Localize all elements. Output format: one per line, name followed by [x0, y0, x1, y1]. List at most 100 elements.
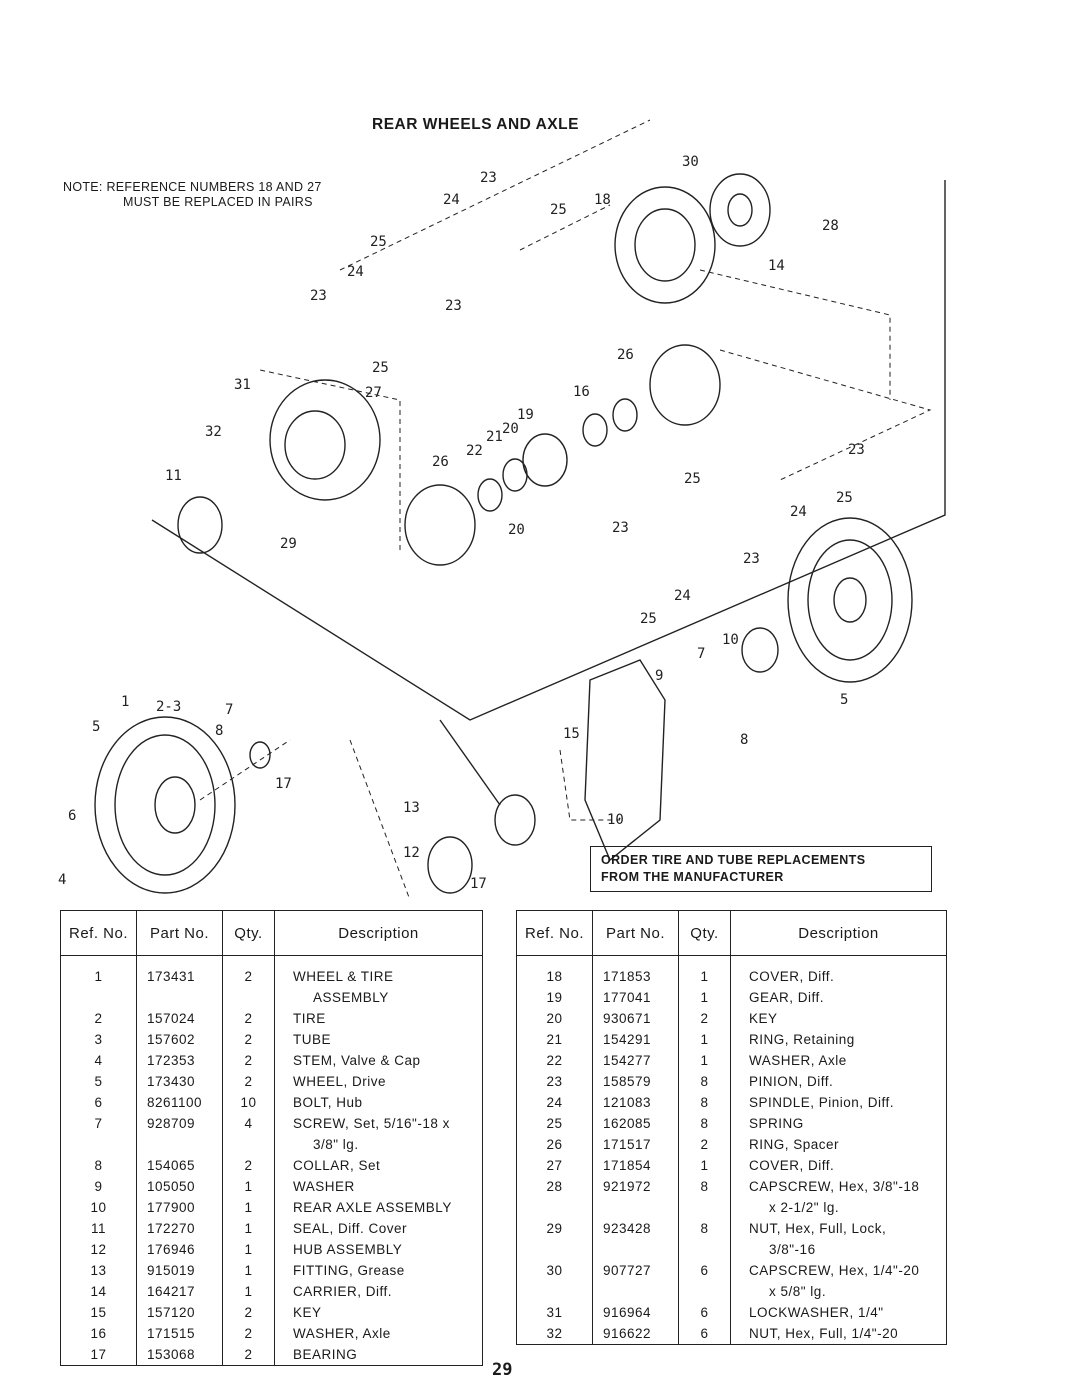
description-text: COVER, Diff. — [749, 1158, 835, 1173]
description-continuation: x 5/8" lg. — [769, 1284, 827, 1299]
callout-26: 26 — [617, 347, 634, 363]
ref-no-cell: 21 — [516, 1029, 593, 1050]
part-no-cell: 172270 — [136, 1218, 223, 1239]
callout-12: 12 — [403, 845, 420, 861]
ref-no-cell: 11 — [60, 1218, 137, 1239]
qty-cell: 2 — [678, 1134, 731, 1155]
description-text: HUB ASSEMBLY — [293, 1242, 403, 1257]
col-header-qty: Qty. — [222, 910, 275, 956]
part-no-cell: 173431 — [136, 955, 223, 1008]
description-text: PINION, Diff. — [749, 1074, 834, 1089]
description-cell: RING, Retaining — [730, 1029, 947, 1050]
qty-cell: 2 — [222, 1155, 275, 1176]
callout-20: 20 — [508, 522, 525, 538]
description-text: COVER, Diff. — [749, 969, 835, 984]
description-text: SEAL, Diff. Cover — [293, 1221, 408, 1236]
ref-no-cell: 20 — [516, 1008, 593, 1029]
callout-24: 24 — [347, 264, 364, 280]
part-no-cell: 916622 — [592, 1323, 679, 1345]
description-text: SCREW, Set, 5/16"-18 x — [293, 1116, 450, 1131]
callout-31: 31 — [234, 377, 251, 393]
callout-1: 1 — [121, 694, 129, 710]
ref-no-cell: 9 — [60, 1176, 137, 1197]
callout-5: 5 — [92, 719, 100, 735]
description-text: CARRIER, Diff. — [293, 1284, 393, 1299]
description-text: STEM, Valve & Cap — [293, 1053, 421, 1068]
qty-cell: 2 — [222, 1344, 275, 1366]
ref-no-cell: 7 — [60, 1113, 137, 1155]
part-no-cell: 907727 — [592, 1260, 679, 1302]
part-no-cell: 154291 — [592, 1029, 679, 1050]
description-text: RING, Spacer — [749, 1137, 840, 1152]
col-header-ref: Ref. No. — [516, 910, 593, 956]
description-cell: PINION, Diff. — [730, 1071, 947, 1092]
col-header-description: Description — [274, 910, 483, 956]
ref-no-cell: 3 — [60, 1029, 137, 1050]
description-text: BEARING — [293, 1347, 358, 1362]
description-cell: TIRE — [274, 1008, 483, 1029]
col-header-ref: Ref. No. — [60, 910, 137, 956]
qty-cell: 2 — [222, 955, 275, 1008]
ref-no-cell: 6 — [60, 1092, 137, 1113]
description-text: SPRING — [749, 1116, 804, 1131]
order-notice-line-2: FROM THE MANUFACTURER — [601, 870, 784, 884]
qty-cell: 2 — [222, 1050, 275, 1071]
callout-24: 24 — [443, 192, 460, 208]
part-no-cell: 154065 — [136, 1155, 223, 1176]
callout-26: 26 — [432, 454, 449, 470]
callout-10: 10 — [607, 812, 624, 828]
description-cell: SCREW, Set, 5/16"-18 x 3/8" lg. — [274, 1113, 483, 1155]
ref-no-cell: 2 — [60, 1008, 137, 1029]
description-cell: BOLT, Hub — [274, 1092, 483, 1113]
callout-7: 7 — [225, 702, 233, 718]
description-cell: NUT, Hex, Full, Lock, 3/8"-16 — [730, 1218, 947, 1260]
order-notice-line-1: ORDER TIRE AND TUBE REPLACEMENTS — [601, 853, 866, 867]
description-cell: WHEEL, Drive — [274, 1071, 483, 1092]
callout-2-3: 2-3 — [156, 699, 181, 715]
callout-25: 25 — [640, 611, 657, 627]
ref-no-cell: 16 — [60, 1323, 137, 1344]
description-text: LOCKWASHER, 1/4" — [749, 1305, 884, 1320]
ref-no-cell: 13 — [60, 1260, 137, 1281]
description-continuation: 3/8" lg. — [313, 1137, 359, 1152]
qty-cell: 6 — [678, 1260, 731, 1302]
col-header-description: Description — [730, 910, 947, 956]
description-continuation: 3/8"-16 — [769, 1242, 816, 1257]
description-cell: COVER, Diff. — [730, 955, 947, 987]
ref-no-cell: 23 — [516, 1071, 593, 1092]
ref-no-cell: 25 — [516, 1113, 593, 1134]
part-no-cell: 177041 — [592, 987, 679, 1008]
part-no-cell: 158579 — [592, 1071, 679, 1092]
callout-17: 17 — [275, 776, 292, 792]
qty-cell: 1 — [222, 1281, 275, 1302]
part-no-cell: 915019 — [136, 1260, 223, 1281]
qty-cell: 1 — [222, 1260, 275, 1281]
description-cell: STEM, Valve & Cap — [274, 1050, 483, 1071]
description-text: NUT, Hex, Full, Lock, — [749, 1221, 887, 1236]
description-cell: SPINDLE, Pinion, Diff. — [730, 1092, 947, 1113]
page-title: REAR WHEELS AND AXLE — [372, 116, 579, 133]
qty-cell: 1 — [678, 1155, 731, 1176]
callout-24: 24 — [790, 504, 807, 520]
ref-no-cell: 24 — [516, 1092, 593, 1113]
part-no-cell: 923428 — [592, 1218, 679, 1260]
part-no-cell: 157024 — [136, 1008, 223, 1029]
ref-no-cell: 26 — [516, 1134, 593, 1155]
